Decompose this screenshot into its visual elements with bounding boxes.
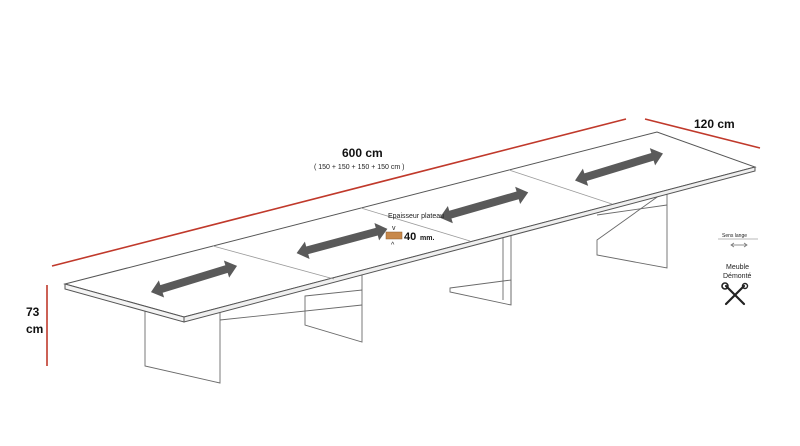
height-unit-label: cm — [26, 322, 43, 336]
double-arrow-icon — [150, 260, 238, 298]
thickness-label: Epaisseur plateau — [388, 213, 444, 220]
wrench-screwdriver-icon — [721, 282, 749, 306]
assembly-line2: Démonté — [723, 273, 752, 280]
thickness-value: 40 — [404, 231, 416, 243]
width-label: 120 cm — [694, 117, 735, 131]
length-label: 600 cm — [342, 146, 383, 160]
width-dimension-line — [644, 118, 761, 149]
assembly-legend: Meuble Démonté — [721, 264, 752, 306]
dimension-lines — [46, 118, 761, 366]
panel-arrows — [150, 148, 663, 298]
leg-third — [449, 279, 512, 306]
small-double-arrow-icon — [730, 242, 748, 248]
double-arrow-icon — [296, 222, 388, 260]
svg-text:^: ^ — [391, 242, 395, 249]
double-arrow-icon — [439, 186, 529, 224]
assembly-line1: Meuble — [726, 264, 749, 271]
length-dimension-line — [51, 118, 627, 267]
thickness-callout: Epaisseur plateau v ^ 40 mm. — [385, 213, 444, 249]
thickness-swatch — [385, 231, 403, 240]
double-arrow-icon — [575, 148, 663, 186]
thickness-unit: mm. — [420, 235, 434, 242]
table-top-side — [183, 166, 756, 323]
leg-second — [304, 289, 363, 343]
direction-label: Sens lange — [722, 233, 747, 239]
direction-legend: Sens lange — [718, 233, 758, 248]
height-value-label: 73 — [26, 305, 40, 319]
length-breakdown-label: ( 150 + 150 + 150 + 150 cm ) — [314, 164, 404, 171]
panel-joints — [212, 169, 613, 280]
leg-back — [596, 189, 668, 269]
svg-text:v: v — [392, 225, 396, 232]
